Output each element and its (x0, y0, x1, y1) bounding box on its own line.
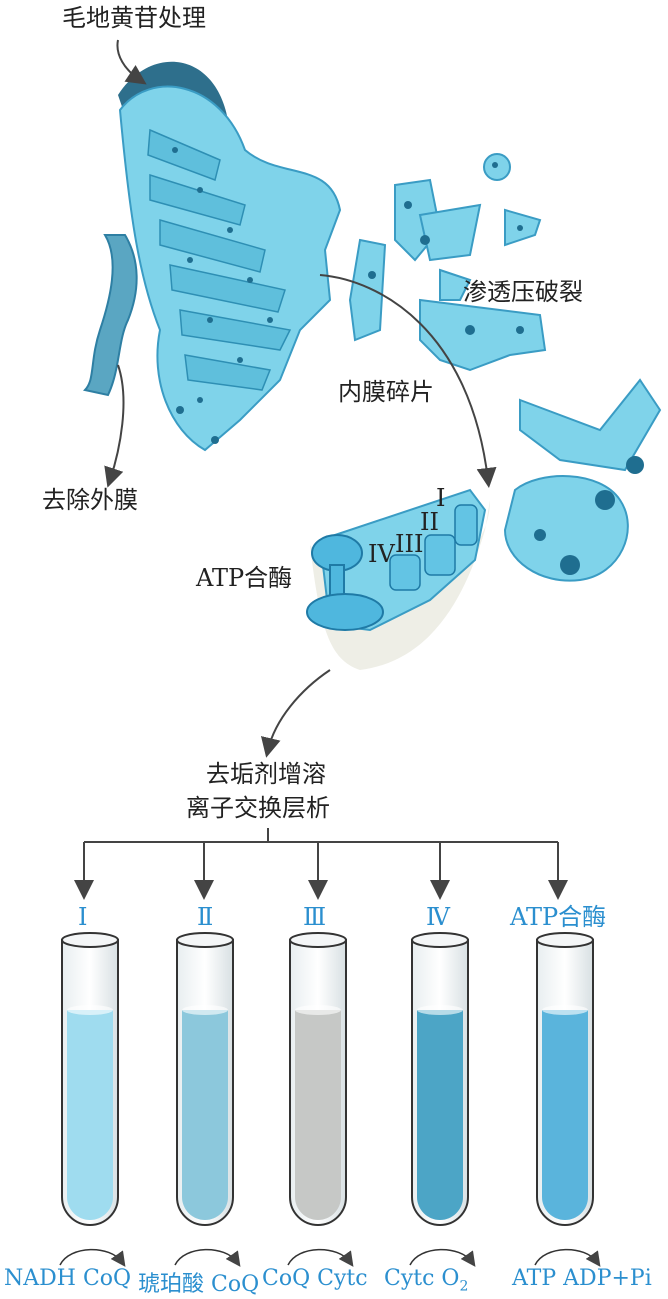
reaction-substrate: ATP (512, 1266, 557, 1291)
reaction-substrate: NADH (4, 1266, 76, 1291)
tube-reaction-label: Cytc O2 (384, 1266, 469, 1295)
label-atp-synthase: ATP合酶 (196, 564, 293, 592)
liquid-surface (182, 1005, 228, 1015)
tube-liquid (295, 1010, 341, 1220)
arrow-inner (319, 274, 497, 488)
label-roman-IV: IV (368, 540, 395, 568)
label-detergent: 去垢剂增溶 (206, 760, 326, 788)
tube-heading: Ⅱ (197, 903, 214, 931)
label-inner-fragment: 内膜碎片 (338, 378, 434, 406)
tube-heading: ATP合酶 (510, 903, 607, 931)
test-tube-rim (61, 932, 119, 948)
reaction-product: CoQ (75, 1266, 132, 1291)
reaction-product: ADP+Pi (556, 1266, 652, 1291)
tube-liquid (542, 1010, 588, 1220)
tube-heading: Ⅳ (426, 903, 450, 931)
reaction-arrow (409, 1248, 476, 1267)
reaction-substrate: Cytc (384, 1266, 435, 1291)
distribution-lines (74, 828, 568, 900)
label-osmotic: 渗透压破裂 (463, 278, 583, 306)
reaction-arrow (59, 1248, 126, 1267)
tube-heading: Ⅰ (78, 903, 88, 931)
vesicle (439, 268, 472, 301)
label-ion-exchange: 离子交换层析 (186, 794, 330, 822)
test-tube-rim (176, 932, 234, 948)
reaction-product: CoQ (204, 1272, 260, 1297)
label-remove-outer: 去除外膜 (42, 486, 138, 514)
vesicle (419, 298, 547, 372)
label-flavin: 毛地黄苷处理 (62, 4, 206, 32)
liquid-surface (67, 1005, 113, 1015)
test-tube-rim (289, 932, 347, 948)
liquid-surface (542, 1005, 588, 1015)
tube-reaction-label: NADH CoQ (4, 1266, 131, 1291)
reaction-product: O (434, 1266, 460, 1291)
test-tube-rim (536, 932, 594, 948)
reaction-arrow (174, 1248, 241, 1267)
vesicle (348, 238, 387, 342)
test-tube-rim (411, 932, 469, 948)
tube-reaction-label: ATP ADP+Pi (512, 1266, 652, 1291)
atp-synthase-shape (306, 534, 384, 631)
reaction-substrate: 琥珀酸 (138, 1272, 205, 1297)
removed-membrane (83, 234, 138, 397)
reaction-arrow (534, 1248, 601, 1267)
tube-reaction-label: CoQ Cytc (262, 1266, 368, 1291)
vesicle (519, 378, 662, 472)
mitochondrion-body (118, 85, 342, 452)
liquid-surface (417, 1005, 463, 1015)
reaction-substrate: CoQ (262, 1266, 311, 1291)
reaction-arrow (287, 1248, 354, 1267)
arrow-down (260, 669, 331, 758)
tube-heading: Ⅲ (303, 903, 327, 931)
reaction-product: Cytc (310, 1266, 368, 1291)
label-roman-III: III (395, 530, 424, 558)
tube-liquid (182, 1010, 228, 1220)
arrow-flavin (116, 39, 147, 85)
vesicle (418, 203, 482, 262)
liquid-surface (295, 1005, 341, 1015)
tube-liquid (417, 1010, 463, 1220)
complexes (389, 504, 478, 591)
tube-reaction-label: 琥珀酸 CoQ (138, 1266, 259, 1298)
tube-liquid (67, 1010, 113, 1220)
label-roman-II: II (420, 508, 439, 536)
arrow-remove (104, 364, 125, 488)
label-roman-I: I (436, 484, 446, 512)
